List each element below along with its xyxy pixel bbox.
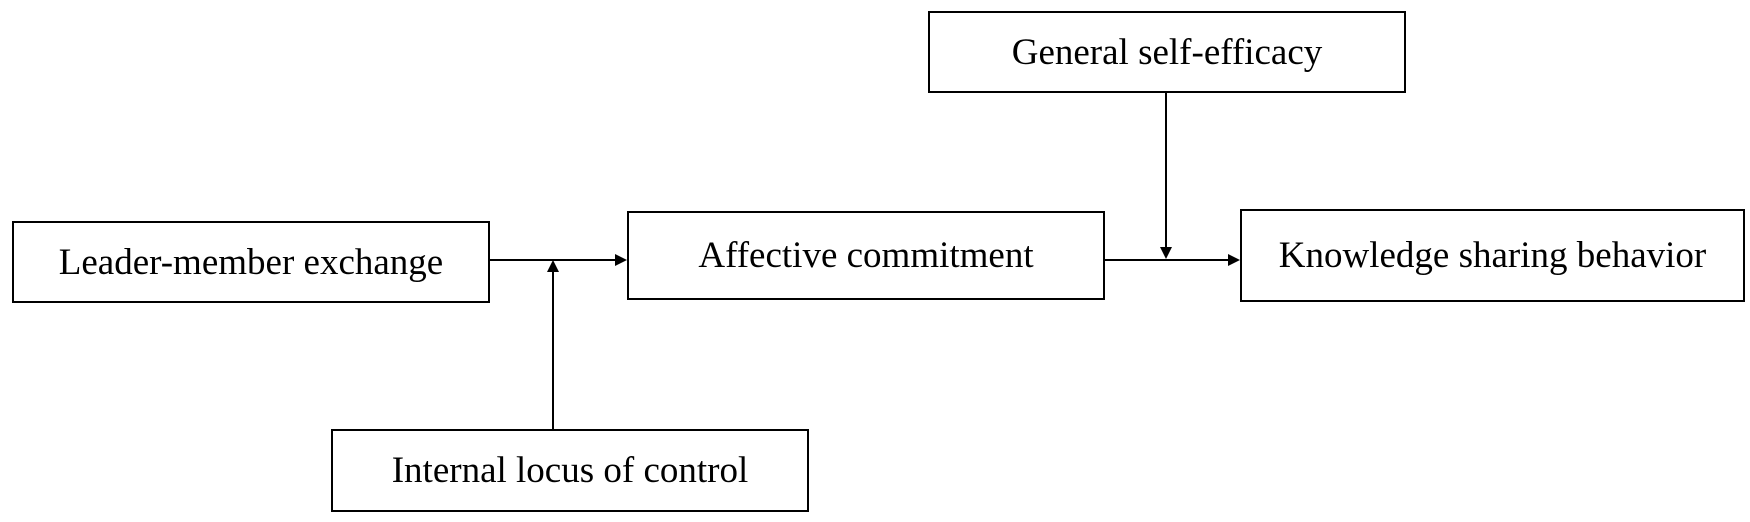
node-affective-commitment: Affective commitment	[627, 211, 1105, 300]
node-internal-locus-of-control: Internal locus of control	[331, 429, 809, 512]
node-general-self-efficacy-label: General self-efficacy	[1011, 31, 1323, 73]
node-general-self-efficacy: General self-efficacy	[928, 11, 1406, 93]
node-affective-commitment-label: Affective commitment	[698, 235, 1034, 276]
node-knowledge-sharing-behavior-label: Knowledge sharing behavior	[1278, 235, 1707, 276]
node-knowledge-sharing-behavior: Knowledge sharing behavior	[1240, 209, 1745, 302]
node-leader-member-exchange-label: Leader-member exchange	[58, 241, 444, 283]
node-leader-member-exchange: Leader-member exchange	[12, 221, 490, 303]
node-internal-locus-of-control-label: Internal locus of control	[391, 450, 749, 491]
